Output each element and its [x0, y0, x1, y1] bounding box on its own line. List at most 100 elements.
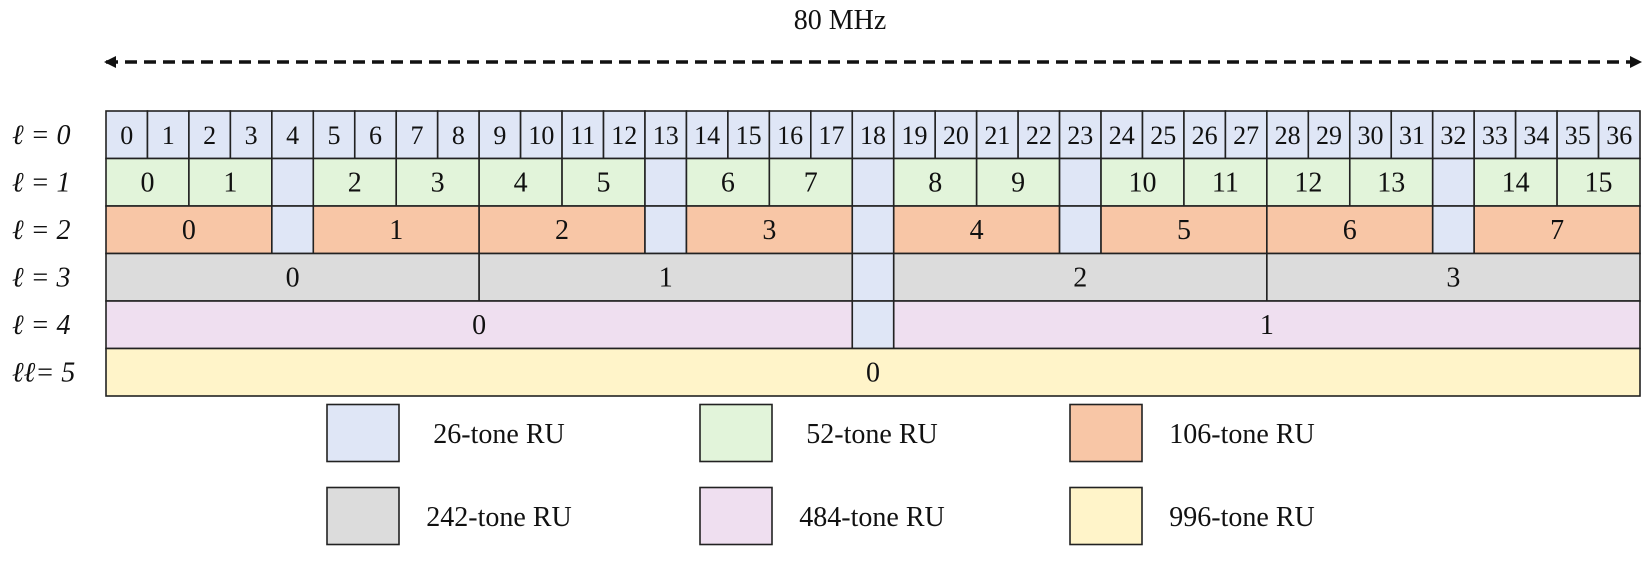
ru-block-26-tone: [1597, 110, 1641, 160]
ru-index-label: 20: [943, 121, 969, 150]
ru-block-106-tone: [1100, 205, 1268, 255]
ru-index-label: 6: [721, 167, 735, 198]
ru-block-52-tone: [105, 157, 190, 207]
ru-index-label: 11: [570, 121, 595, 150]
ru-index-label: 17: [819, 121, 845, 150]
legend-swatch: [1069, 486, 1143, 546]
ru-index-label: 25: [1150, 121, 1176, 150]
ru-index-label: 24: [1109, 121, 1135, 150]
ru-index-label: 11: [1212, 167, 1239, 198]
ru-block-106-tone: [892, 205, 1061, 255]
legend-swatch: [1069, 403, 1143, 463]
ru-index-label: 1: [659, 262, 673, 293]
ru-index-label: 10: [1128, 167, 1156, 198]
ru-index-label: 27: [1233, 121, 1259, 150]
ru-index-label: 3: [1446, 262, 1460, 293]
legend-item-52-tone: 52-tone RU: [699, 403, 938, 463]
ru-block-26-tone: [1473, 110, 1517, 160]
ru-block-26-tone: [1224, 110, 1268, 160]
ru-index-label: 1: [1260, 310, 1274, 341]
ru-index-label: 2: [555, 215, 569, 246]
ru-block-26-tone: [1266, 110, 1310, 160]
ru-index-label: 32: [1440, 121, 1466, 150]
ru-block-26-tone: [1307, 110, 1351, 160]
ru-index-label: 35: [1565, 121, 1591, 150]
ru-index-label: 4: [514, 167, 528, 198]
ru-index-label: 4: [970, 215, 984, 246]
ru-block-26-tone: [851, 157, 895, 207]
ru-index-label: 13: [1377, 167, 1405, 198]
ru-block-106-tone: [478, 205, 646, 255]
legend-label: 52-tone RU: [806, 419, 937, 450]
ru-block-106-tone: [312, 205, 480, 255]
ru-index-label: 6: [1343, 215, 1357, 246]
row-label-1: ℓ = 1: [12, 167, 71, 198]
ru-index-label: 9: [493, 121, 506, 150]
legend-label: 996-tone RU: [1169, 502, 1314, 533]
legend: 26-tone RU 52-tone RU 106-tone RU 242-tone …: [326, 403, 1315, 546]
ru-block-26-tone: [851, 252, 895, 302]
legend-item-242-tone: 242-tone RU: [326, 486, 572, 546]
ru-block-26-tone: [1058, 157, 1102, 207]
ru-index-label: 1: [389, 215, 403, 246]
ru-block-26-tone: [271, 205, 315, 255]
ru-block-26-tone: [685, 110, 729, 160]
legend-swatch: [326, 486, 400, 546]
ru-block-26-tone: [602, 110, 646, 160]
ru-index-label: 13: [653, 121, 679, 150]
ru-block-484-tone: [892, 300, 1641, 350]
bandwidth-title: 80 MHz: [794, 5, 887, 36]
ru-index-label: 2: [1073, 262, 1087, 293]
ru-index-label: 7: [410, 121, 423, 150]
ru-index-label: 6: [369, 121, 382, 150]
ru-block-996-tone: [105, 347, 1641, 397]
row-label-0: ℓ = 0: [12, 120, 71, 151]
ru-index-label: 12: [1294, 167, 1322, 198]
ru-index-label: 2: [203, 121, 216, 150]
ru-index-label: 3: [431, 167, 445, 198]
ru-block-26-tone: [810, 110, 854, 160]
ru-index-label: 0: [472, 310, 486, 341]
ru-block-26-tone: [1431, 205, 1475, 255]
ru-index-label: 23: [1067, 121, 1093, 150]
ru-index-label: 5: [597, 167, 611, 198]
legend-swatch: [699, 403, 773, 463]
ru-index-label: 31: [1399, 121, 1425, 150]
row-label-2: ℓ = 2: [12, 215, 71, 246]
legend-label: 106-tone RU: [1169, 419, 1314, 450]
legend-label: 242-tone RU: [426, 502, 571, 533]
ru-index-label: 7: [804, 167, 818, 198]
ru-block-106-tone: [1473, 205, 1641, 255]
ru-block-26-tone: [851, 300, 895, 350]
ru-index-label: 26: [1192, 121, 1218, 150]
row-label-5: ℓℓ= 5: [12, 357, 75, 388]
ru-block-26-tone: [851, 110, 895, 160]
ru-block-26-tone: [644, 157, 688, 207]
row-label-3: ℓ = 3: [12, 262, 71, 293]
ru-block-26-tone: [851, 205, 895, 255]
ru-index-label: 0: [120, 121, 133, 150]
ru-block-52-tone: [1556, 157, 1641, 207]
ru-block-52-tone: [1473, 157, 1558, 207]
ru-block-26-tone: [478, 110, 522, 160]
ru-index-label: 10: [528, 121, 554, 150]
ru-index-label: 3: [762, 215, 776, 246]
ru-index-label: 22: [1026, 121, 1052, 150]
ru-index-label: 7: [1550, 215, 1564, 246]
ru-block-26-tone: [1431, 157, 1475, 207]
ru-index-label: 1: [223, 167, 237, 198]
legend-swatch: [699, 486, 773, 546]
legend-label: 26-tone RU: [433, 419, 564, 450]
ru-block-26-tone: [1556, 110, 1600, 160]
ru-block-26-tone: [1390, 110, 1434, 160]
ru-index-label: 5: [328, 121, 341, 150]
ru-index-label: 14: [694, 121, 720, 150]
ru-index-label: 5: [1177, 215, 1191, 246]
legend-item-26-tone: 26-tone RU: [326, 403, 565, 463]
